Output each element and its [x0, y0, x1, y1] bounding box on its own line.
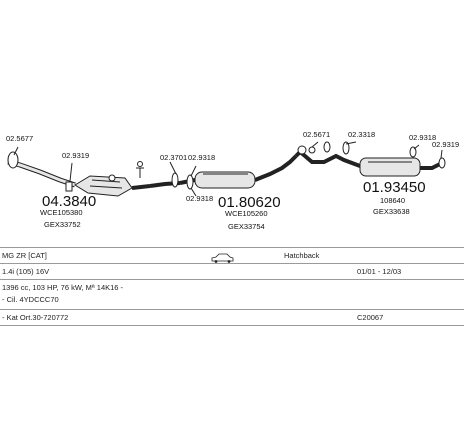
body-type: Hatchback: [284, 251, 320, 260]
part-code: 02.5671: [303, 130, 330, 139]
table-bottom-rule: [0, 325, 464, 326]
part-code: GEX33754: [228, 222, 265, 231]
engine-details: 1396 cc, 103 HP, 76 kW, Mª 14K16 -: [2, 283, 124, 292]
part-code: WCE105380: [40, 208, 83, 217]
part-code: 02.3318: [348, 130, 375, 139]
part-code: WCE105260: [225, 209, 268, 218]
part-code: 02.9318: [186, 194, 213, 203]
rear-clamp-3: [409, 146, 417, 158]
table-top-rule: [0, 247, 464, 248]
clamp-02-3701: [136, 161, 144, 178]
vehicle-row: MG ZR [CAT] Hatchback: [0, 249, 464, 263]
front-flange: [7, 151, 19, 169]
part-code: 108640: [380, 196, 405, 205]
part-code: 02.9319: [432, 140, 459, 149]
rear-clamp-1: [323, 141, 331, 153]
vehicle-model: MG ZR [CAT]: [2, 251, 47, 260]
table-rule: [0, 309, 464, 310]
catalyst-row: - Kat Ort.30-720772 C20067: [0, 311, 464, 325]
catalytic-converter: [74, 174, 151, 197]
catalyst-approval: - Kat Ort.30-720772: [2, 313, 69, 322]
car-icon: [211, 253, 234, 263]
table-rule: [0, 263, 464, 264]
engine-code-row: - Cil. 4YDCCC70: [0, 293, 464, 307]
catalog-number: C20067: [357, 313, 384, 322]
part-number-main: 01.80620: [218, 194, 281, 211]
part-number-main: 01.93450: [363, 179, 426, 196]
part-code: GEX33752: [44, 220, 81, 229]
engine-code: - Cil. 4YDCCC70: [2, 295, 59, 304]
rear-clamp-2: [342, 141, 350, 155]
part-code: 02.3701: [160, 153, 187, 162]
intermediate-bend: [294, 149, 361, 168]
table-rule: [0, 279, 464, 280]
part-number-main: 04.3840: [42, 193, 96, 210]
part-code: GEX33638: [373, 207, 410, 216]
rubber-hanger-2: [308, 146, 316, 154]
rubber-hanger-1: [297, 145, 307, 155]
part-code: 02.9318: [409, 133, 436, 142]
part-code: 02.9318: [188, 153, 215, 162]
engine-details-row: 1396 cc, 103 HP, 76 kW, Mª 14K16 -: [0, 281, 464, 295]
part-code: 02.5677: [6, 134, 33, 143]
engine: 1.4i (105) 16V: [2, 267, 50, 276]
exhaust-system-diagram: 02.5677 02.9319 04.3840 WCE105380 GEX337…: [6, 130, 459, 231]
engine-row: 1.4i (105) 16V 01/01 - 12/03: [0, 265, 464, 279]
rear-silencer: [359, 157, 446, 177]
middle-flange-left: [171, 172, 179, 188]
part-code: 02.9319: [62, 151, 89, 160]
production-years: 01/01 - 12/03: [357, 267, 402, 276]
middle-flange-right: [186, 174, 194, 190]
gasket-02-9319: [65, 181, 73, 192]
